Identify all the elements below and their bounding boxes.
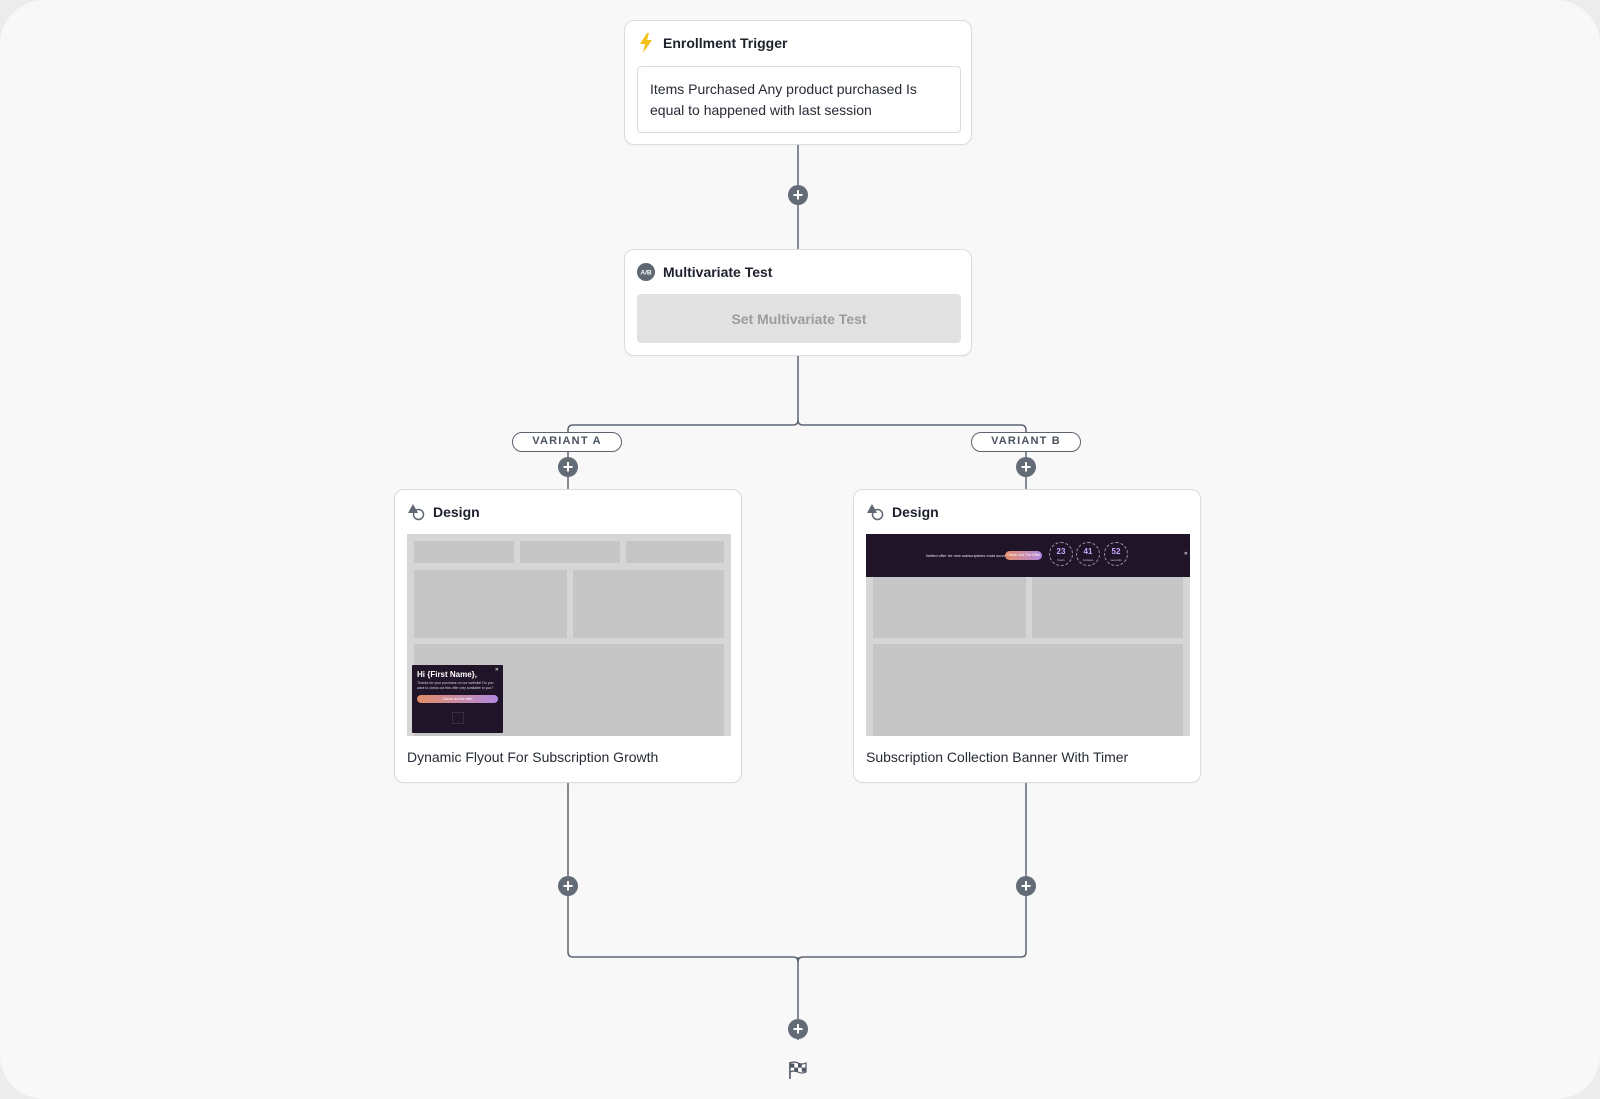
flyout-body-text: Thanks for your purchase on our website!… (417, 681, 494, 690)
design-card-variant-b[interactable]: Design limited offer for new subscriptio… (853, 489, 1201, 783)
add-step-after-variant-b-button[interactable]: + (1016, 876, 1036, 896)
shapes-icon (866, 503, 884, 521)
placeholder-block (414, 541, 514, 563)
design-card-label: Design (892, 504, 939, 520)
set-multivariate-test-button[interactable]: Set Multivariate Test (637, 294, 961, 343)
add-step-variant-b-button[interactable]: + (1016, 457, 1036, 477)
enrollment-trigger-header: Enrollment Trigger (637, 33, 788, 53)
flyout-cta-button: Check out the offer (417, 695, 498, 703)
close-icon: ✕ (1183, 551, 1188, 557)
placeholder-block (520, 541, 620, 563)
checkered-flag-icon (788, 1060, 808, 1080)
enrollment-trigger-title: Enrollment Trigger (663, 35, 788, 51)
multivariate-test-title: Multivariate Test (663, 264, 773, 280)
design-card-header: Design (407, 503, 480, 521)
banner-text: limited offer for new subscriptions ends… (926, 553, 1006, 558)
multivariate-test-card[interactable]: A/B Multivariate Test Set Multivariate T… (624, 249, 972, 356)
enrollment-trigger-card[interactable]: Enrollment Trigger Items Purchased Any p… (624, 20, 972, 145)
design-card-variant-a[interactable]: Design Hi {First Name}, ✕ Thanks for you… (394, 489, 742, 783)
add-step-button[interactable]: + (788, 185, 808, 205)
connector-test-to-variant-b (797, 419, 1027, 489)
placeholder-block (626, 541, 724, 563)
add-step-variant-a-button[interactable]: + (558, 457, 578, 477)
design-title: Dynamic Flyout For Subscription Growth (407, 749, 659, 765)
banner-cta-button: Check Out The Offer (1005, 551, 1042, 560)
grid-icon (452, 712, 464, 724)
design-card-header: Design (866, 503, 939, 521)
connector-variant-b-to-merge (797, 783, 1027, 963)
multivariate-test-header: A/B Multivariate Test (637, 263, 772, 281)
add-step-final-button[interactable]: + (788, 1019, 808, 1039)
timer-minutes: 41 minutes (1076, 542, 1100, 566)
placeholder-block (1032, 577, 1183, 638)
connector-variant-a-to-merge (567, 783, 799, 963)
placeholder-block (573, 570, 724, 638)
flyout-heading: Hi {First Name}, (417, 670, 478, 679)
shapes-icon (407, 503, 425, 521)
connector-test-to-variant-a (567, 356, 799, 489)
variant-a-label: VARIANT A (512, 432, 622, 452)
ab-test-icon: A/B (637, 263, 655, 281)
variant-b-label: VARIANT B (971, 432, 1081, 452)
timer-hours: 23 hours (1049, 542, 1073, 566)
timer-seconds: 52 seconds (1104, 542, 1128, 566)
design-preview-thumbnail[interactable]: limited offer for new subscriptions ends… (866, 534, 1190, 736)
placeholder-block (873, 577, 1026, 638)
lightning-bolt-icon (637, 33, 655, 53)
placeholder-block (873, 644, 1183, 736)
timer-banner-preview: limited offer for new subscriptions ends… (866, 534, 1190, 577)
trigger-condition-box[interactable]: Items Purchased Any product purchased Is… (637, 66, 961, 133)
add-step-after-variant-a-button[interactable]: + (558, 876, 578, 896)
design-title: Subscription Collection Banner With Time… (866, 749, 1129, 765)
svg-text:A/B: A/B (640, 270, 652, 277)
flyout-popup-preview: Hi {First Name}, ✕ Thanks for your purch… (412, 665, 503, 733)
placeholder-block (414, 570, 567, 638)
design-card-label: Design (433, 504, 480, 520)
close-icon: ✕ (494, 667, 499, 673)
design-preview-thumbnail[interactable]: Hi {First Name}, ✕ Thanks for your purch… (407, 534, 731, 736)
